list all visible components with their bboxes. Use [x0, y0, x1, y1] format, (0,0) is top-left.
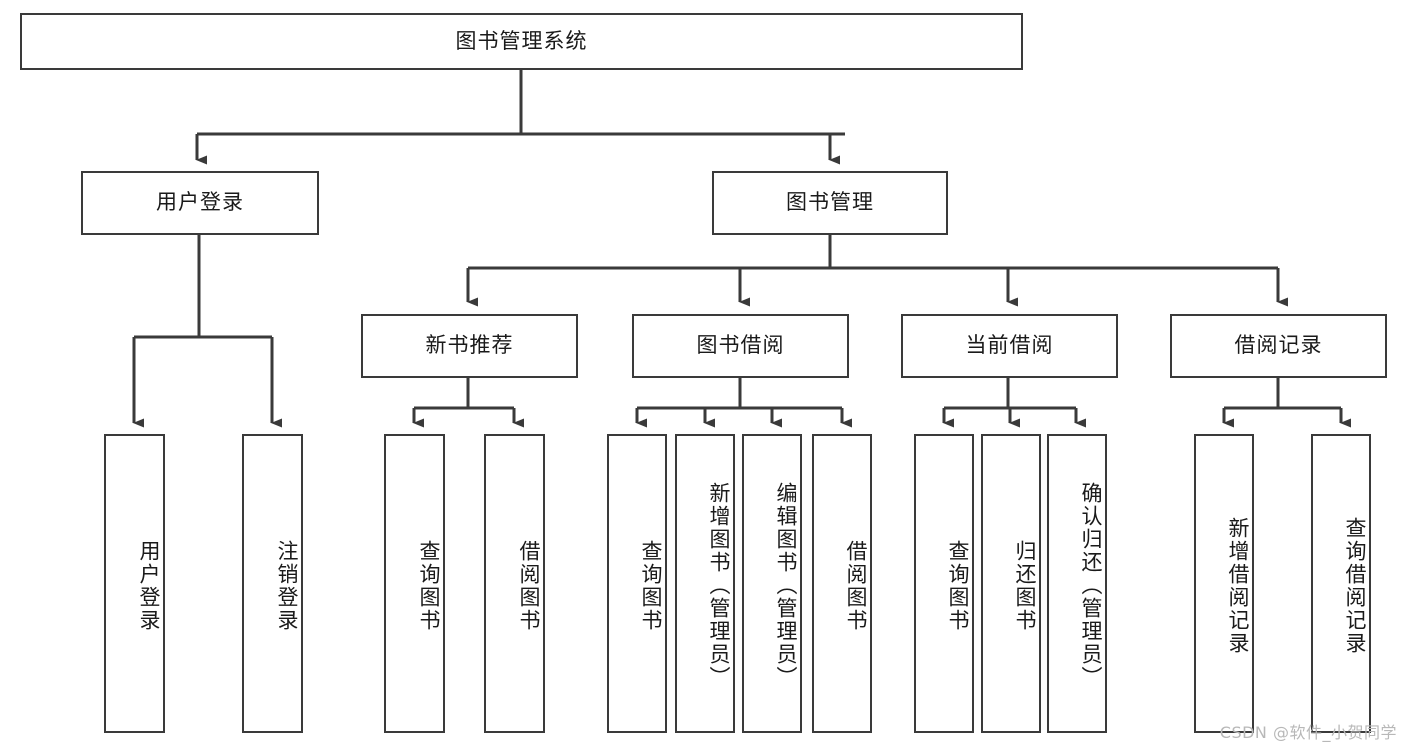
csdn-watermark: CSDN @软件_小贺同学	[1219, 723, 1397, 742]
leaf-borrow-record-query[interactable]: 查询借阅记录	[1311, 434, 1371, 733]
node-current-borrow-label: 当前借阅	[965, 333, 1054, 358]
leaf-user-login-login[interactable]: 用户登录	[104, 434, 165, 733]
node-user-login[interactable]: 用户登录	[81, 171, 319, 235]
leaf-current-borrow-confirm[interactable]: 确认归还（管理员）	[1047, 434, 1107, 733]
leaf-label: 新增图书（管理员）	[707, 482, 731, 689]
node-borrow-record[interactable]: 借阅记录	[1170, 314, 1387, 378]
node-new-book-recommend[interactable]: 新书推荐	[361, 314, 578, 378]
node-current-borrow[interactable]: 当前借阅	[901, 314, 1118, 378]
node-book-management[interactable]: 图书管理	[712, 171, 948, 235]
leaf-label: 注销登录	[275, 539, 299, 632]
node-book-borrow-label: 图书借阅	[696, 333, 785, 358]
leaf-new-book-query[interactable]: 查询图书	[384, 434, 445, 733]
leaf-label: 确认归还（管理员）	[1079, 482, 1103, 689]
leaf-label: 新增借阅记录	[1226, 516, 1250, 655]
leaf-label: 查询借阅记录	[1343, 516, 1367, 655]
node-user-login-label: 用户登录	[156, 190, 244, 215]
leaf-label: 查询图书	[639, 539, 663, 632]
node-root-system[interactable]: 图书管理系统	[20, 13, 1023, 70]
leaf-book-borrow-edit[interactable]: 编辑图书（管理员）	[742, 434, 802, 733]
leaf-book-borrow-borrow[interactable]: 借阅图书	[812, 434, 872, 733]
leaf-label: 查询图书	[946, 539, 970, 632]
leaf-label: 查询图书	[417, 539, 441, 632]
leaf-user-login-logout[interactable]: 注销登录	[242, 434, 303, 733]
leaf-current-borrow-return[interactable]: 归还图书	[981, 434, 1041, 733]
leaf-label: 用户登录	[137, 539, 161, 632]
leaf-label: 借阅图书	[844, 539, 868, 632]
leaf-book-borrow-query[interactable]: 查询图书	[607, 434, 667, 733]
leaf-label: 借阅图书	[517, 539, 541, 632]
leaf-new-book-borrow[interactable]: 借阅图书	[484, 434, 545, 733]
leaf-label: 编辑图书（管理员）	[774, 482, 798, 689]
node-book-borrow[interactable]: 图书借阅	[632, 314, 849, 378]
leaf-borrow-record-add[interactable]: 新增借阅记录	[1194, 434, 1254, 733]
leaf-book-borrow-add[interactable]: 新增图书（管理员）	[675, 434, 735, 733]
node-borrow-record-label: 借阅记录	[1234, 333, 1323, 358]
leaf-current-borrow-query[interactable]: 查询图书	[914, 434, 974, 733]
node-book-management-label: 图书管理	[786, 190, 874, 215]
node-new-book-recommend-label: 新书推荐	[425, 333, 514, 358]
leaf-label: 归还图书	[1013, 539, 1037, 632]
node-root-label: 图书管理系统	[455, 28, 588, 53]
